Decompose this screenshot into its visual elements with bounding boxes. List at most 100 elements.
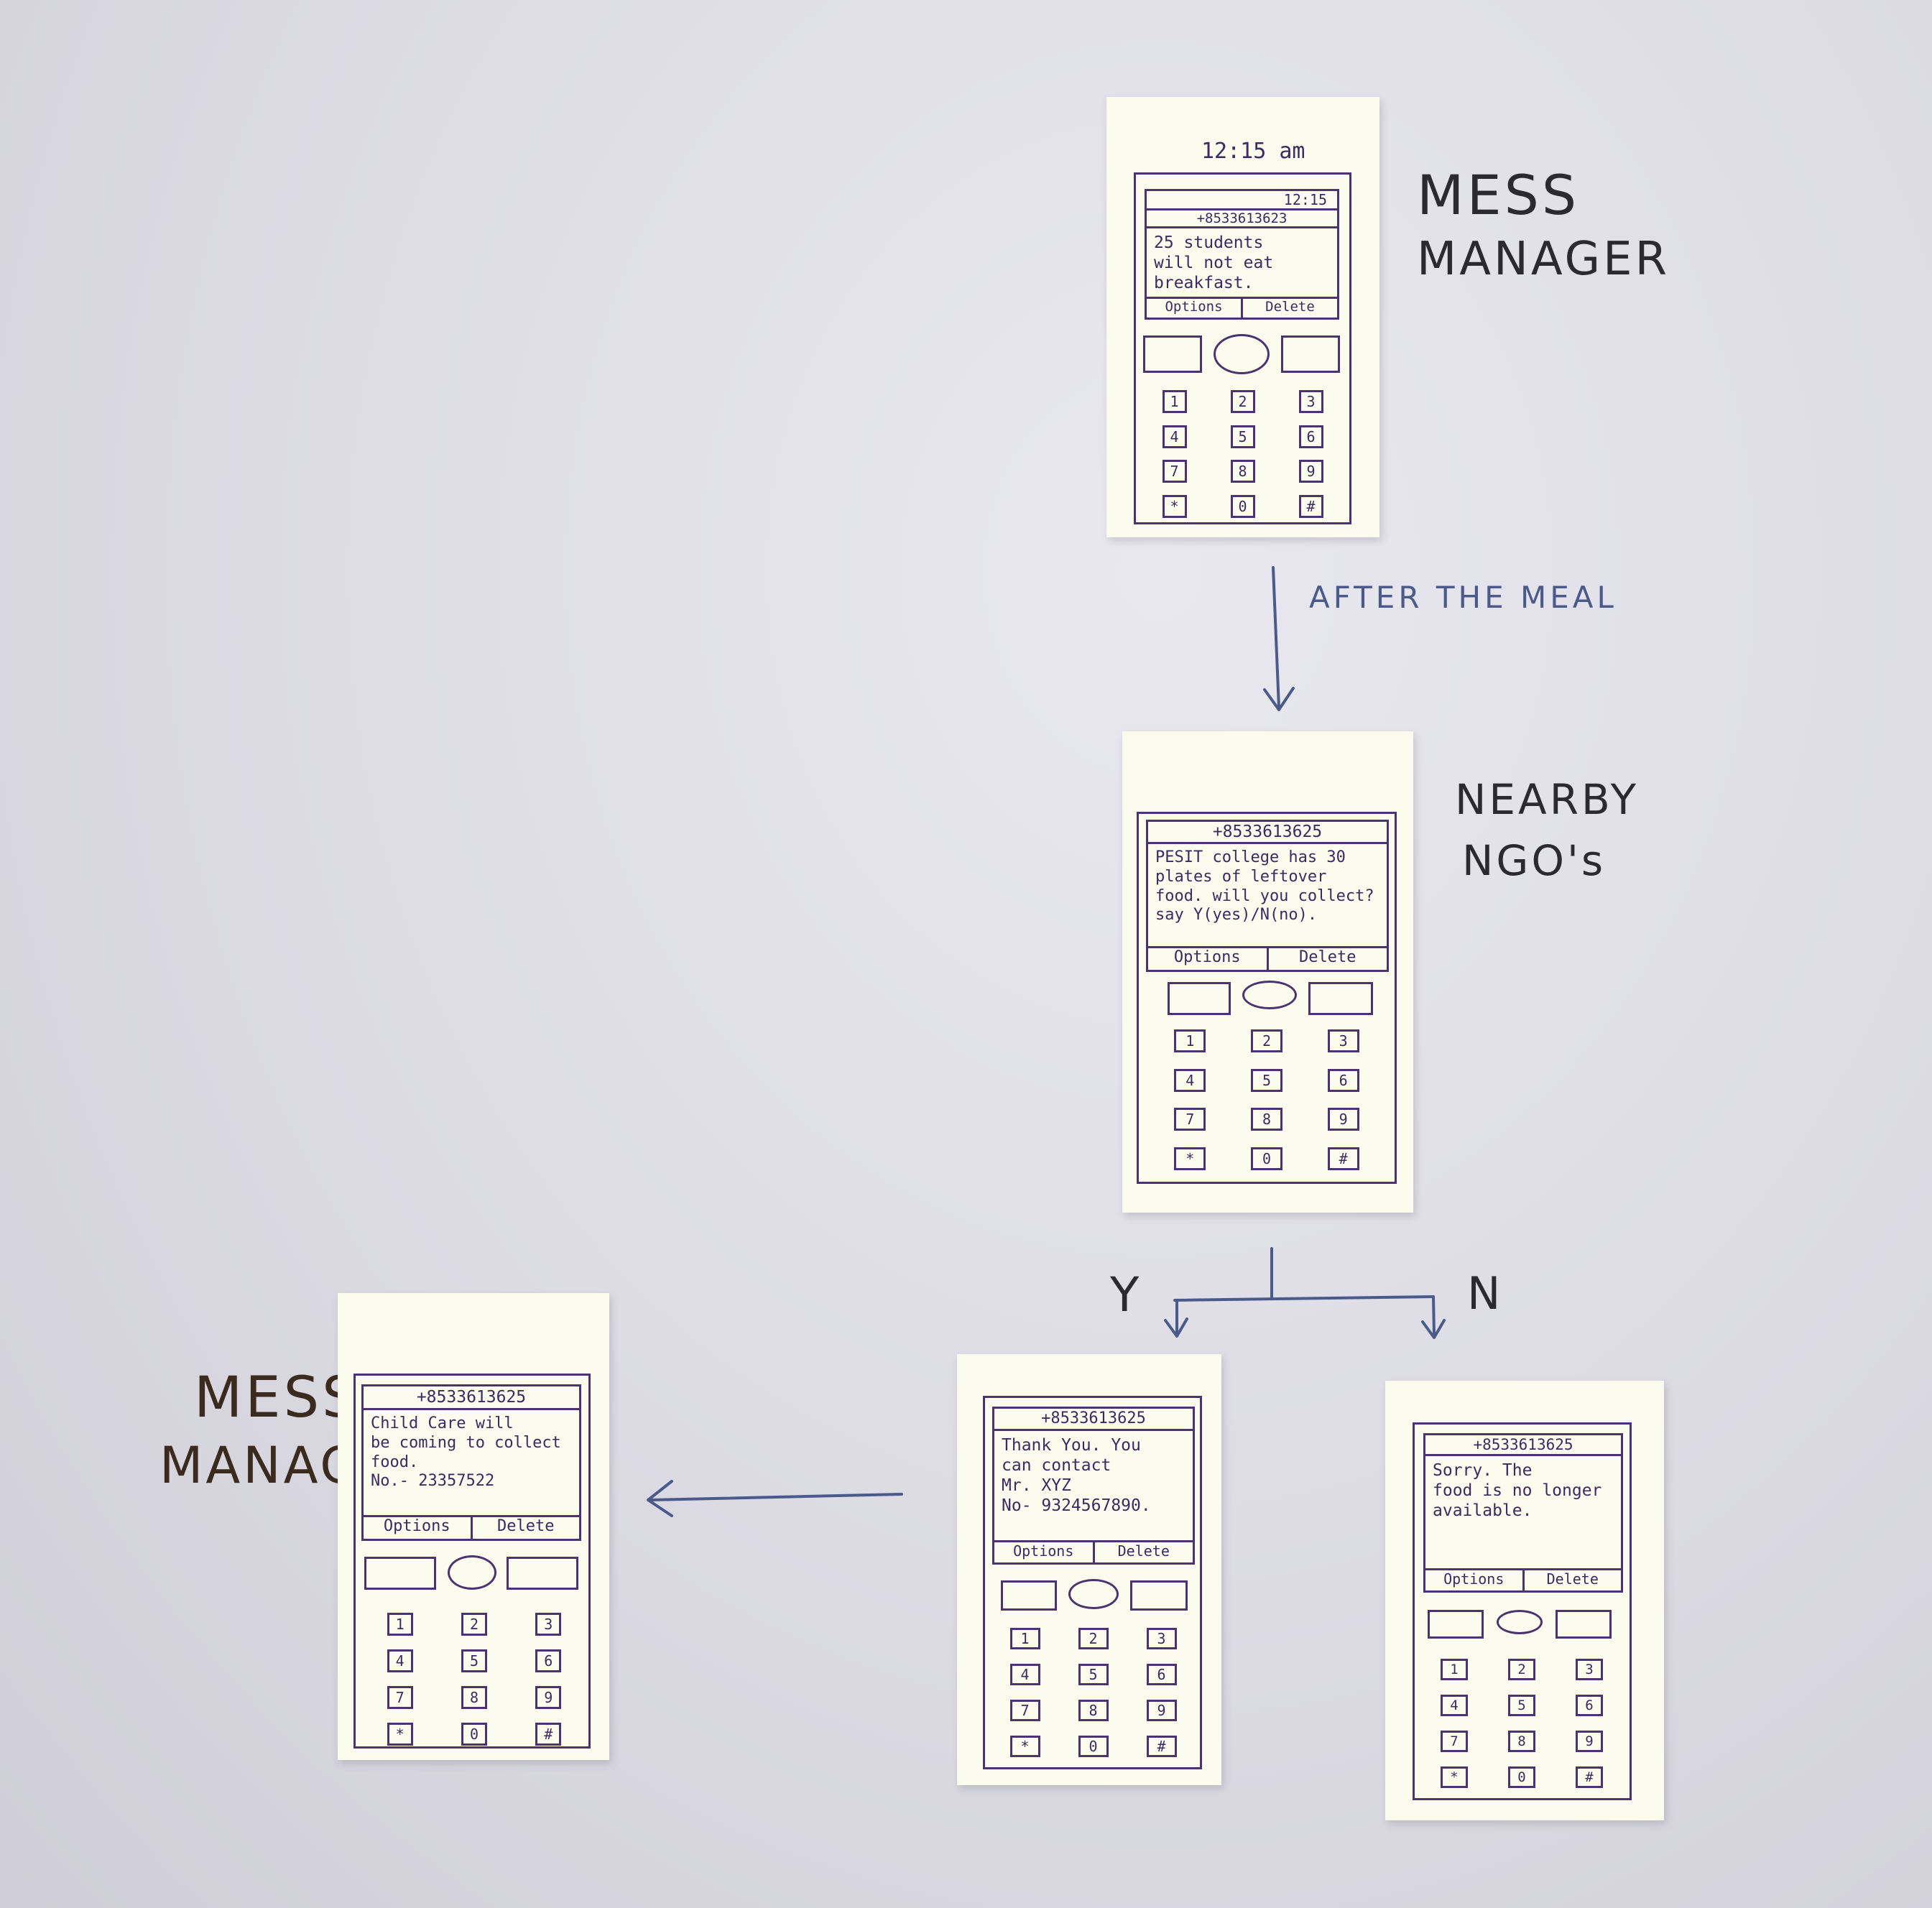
sms-message: Thank You. You can contact Mr. XYZ No- 9… [1002,1436,1151,1516]
key-6[interactable]: 6 [1146,1664,1177,1685]
label-nearby-ngos: NEARBY NGO's [1455,775,1640,885]
options-softkey[interactable]: Options [1148,948,1269,970]
center-select-button[interactable] [1068,1579,1119,1609]
key-7[interactable]: 7 [1174,1108,1206,1131]
key-2[interactable]: 2 [1230,390,1255,413]
delete-softkey[interactable]: Delete [1546,1570,1599,1588]
key-7[interactable]: 7 [1441,1731,1468,1752]
options-softkey[interactable]: Options [1147,299,1243,318]
center-select-button[interactable] [448,1555,496,1590]
key-6[interactable]: 6 [1327,1068,1359,1092]
key-star[interactable]: * [1009,1736,1040,1757]
key-5[interactable]: 5 [1250,1068,1282,1092]
key-1[interactable]: 1 [1174,1029,1206,1052]
options-softkey[interactable]: Options [1425,1570,1525,1590]
key-9[interactable]: 9 [535,1686,562,1709]
key-0[interactable]: 0 [1230,494,1255,518]
key-3[interactable]: 3 [1298,390,1323,413]
key-5[interactable]: 5 [1078,1664,1109,1685]
key-0[interactable]: 0 [1250,1147,1282,1170]
key-8[interactable]: 8 [1508,1731,1535,1752]
left-softkey-button[interactable] [1001,1580,1057,1611]
key-star[interactable]: * [387,1723,413,1746]
key-hash[interactable]: # [1576,1766,1603,1788]
key-9[interactable]: 9 [1576,1731,1603,1752]
key-4[interactable]: 4 [1174,1068,1206,1092]
left-softkey-button[interactable] [364,1557,436,1590]
phone-card-mess-manager: 12:15 am 12:15 +8533613623 25 students w… [1106,97,1379,537]
right-softkey-button[interactable] [507,1557,578,1590]
right-softkey-button[interactable] [1130,1580,1188,1611]
key-0[interactable]: 0 [461,1723,487,1746]
key-9[interactable]: 9 [1298,460,1323,483]
center-select-button[interactable] [1214,334,1270,374]
key-3[interactable]: 3 [1146,1628,1177,1649]
sender-number: +8533613625 [1425,1435,1621,1456]
key-6[interactable]: 6 [1298,425,1323,448]
key-1[interactable]: 1 [1009,1628,1040,1649]
delete-softkey[interactable]: Delete [497,1517,555,1535]
nav-cluster [1168,981,1376,1016]
arrow-after-meal [1272,566,1280,709]
key-4[interactable]: 4 [1162,425,1187,448]
key-6[interactable]: 6 [535,1649,562,1672]
key-8[interactable]: 8 [461,1686,487,1709]
sender-number: +8533613625 [994,1409,1193,1431]
status-time: 12:15 [1147,191,1337,210]
key-7[interactable]: 7 [387,1686,413,1709]
left-softkey-button[interactable] [1143,335,1202,373]
key-3[interactable]: 3 [1576,1659,1603,1680]
key-5[interactable]: 5 [1508,1695,1535,1716]
key-star[interactable]: * [1174,1147,1206,1170]
key-9[interactable]: 9 [1146,1700,1177,1721]
key-4[interactable]: 4 [1441,1695,1468,1716]
key-9[interactable]: 9 [1327,1108,1359,1131]
key-4[interactable]: 4 [387,1649,413,1672]
key-hash[interactable]: # [1146,1736,1177,1757]
key-hash[interactable]: # [535,1723,562,1746]
key-7[interactable]: 7 [1009,1700,1040,1721]
key-2[interactable]: 2 [1078,1628,1109,1649]
key-8[interactable]: 8 [1230,460,1255,483]
key-2[interactable]: 2 [461,1613,487,1636]
key-8[interactable]: 8 [1250,1108,1282,1131]
sender-number: +8533613625 [1148,822,1387,844]
key-0[interactable]: 0 [1508,1766,1535,1788]
center-select-button[interactable] [1242,981,1297,1009]
key-0[interactable]: 0 [1078,1736,1109,1757]
key-2[interactable]: 2 [1250,1029,1282,1052]
key-hash[interactable]: # [1298,494,1323,518]
key-6[interactable]: 6 [1576,1695,1603,1716]
right-softkey-button[interactable] [1556,1610,1612,1639]
key-hash[interactable]: # [1327,1147,1359,1170]
key-1[interactable]: 1 [1162,390,1187,413]
right-softkey-button[interactable] [1308,982,1373,1015]
key-4[interactable]: 4 [1009,1664,1040,1685]
phone-card-yes-reply: +8533613625 Thank You. You can contact M… [957,1354,1221,1785]
key-1[interactable]: 1 [387,1613,413,1636]
options-softkey[interactable]: Options [364,1517,473,1539]
key-star[interactable]: * [1441,1766,1468,1788]
key-5[interactable]: 5 [461,1649,487,1672]
phone-outline: +8533613625 Child Care will be coming to… [353,1374,591,1749]
right-softkey-button[interactable] [1281,335,1340,373]
nav-cluster [1143,334,1341,374]
delete-softkey[interactable]: Delete [1299,948,1356,966]
left-softkey-button[interactable] [1168,982,1231,1015]
options-softkey[interactable]: Options [994,1542,1095,1562]
center-select-button[interactable] [1497,1610,1543,1634]
key-3[interactable]: 3 [1327,1029,1359,1052]
key-2[interactable]: 2 [1508,1659,1535,1680]
key-7[interactable]: 7 [1162,460,1187,483]
label-after-the-meal: AFTER THE MEAL [1309,580,1617,615]
key-8[interactable]: 8 [1078,1700,1109,1721]
left-softkey-button[interactable] [1428,1610,1484,1639]
sms-message: Child Care will be coming to collect foo… [371,1414,561,1491]
sender-number: +8533613625 [364,1386,579,1410]
delete-softkey[interactable]: Delete [1265,299,1315,315]
key-3[interactable]: 3 [535,1613,562,1636]
key-1[interactable]: 1 [1441,1659,1468,1680]
delete-softkey[interactable]: Delete [1117,1542,1170,1560]
key-star[interactable]: * [1162,494,1187,518]
key-5[interactable]: 5 [1230,425,1255,448]
